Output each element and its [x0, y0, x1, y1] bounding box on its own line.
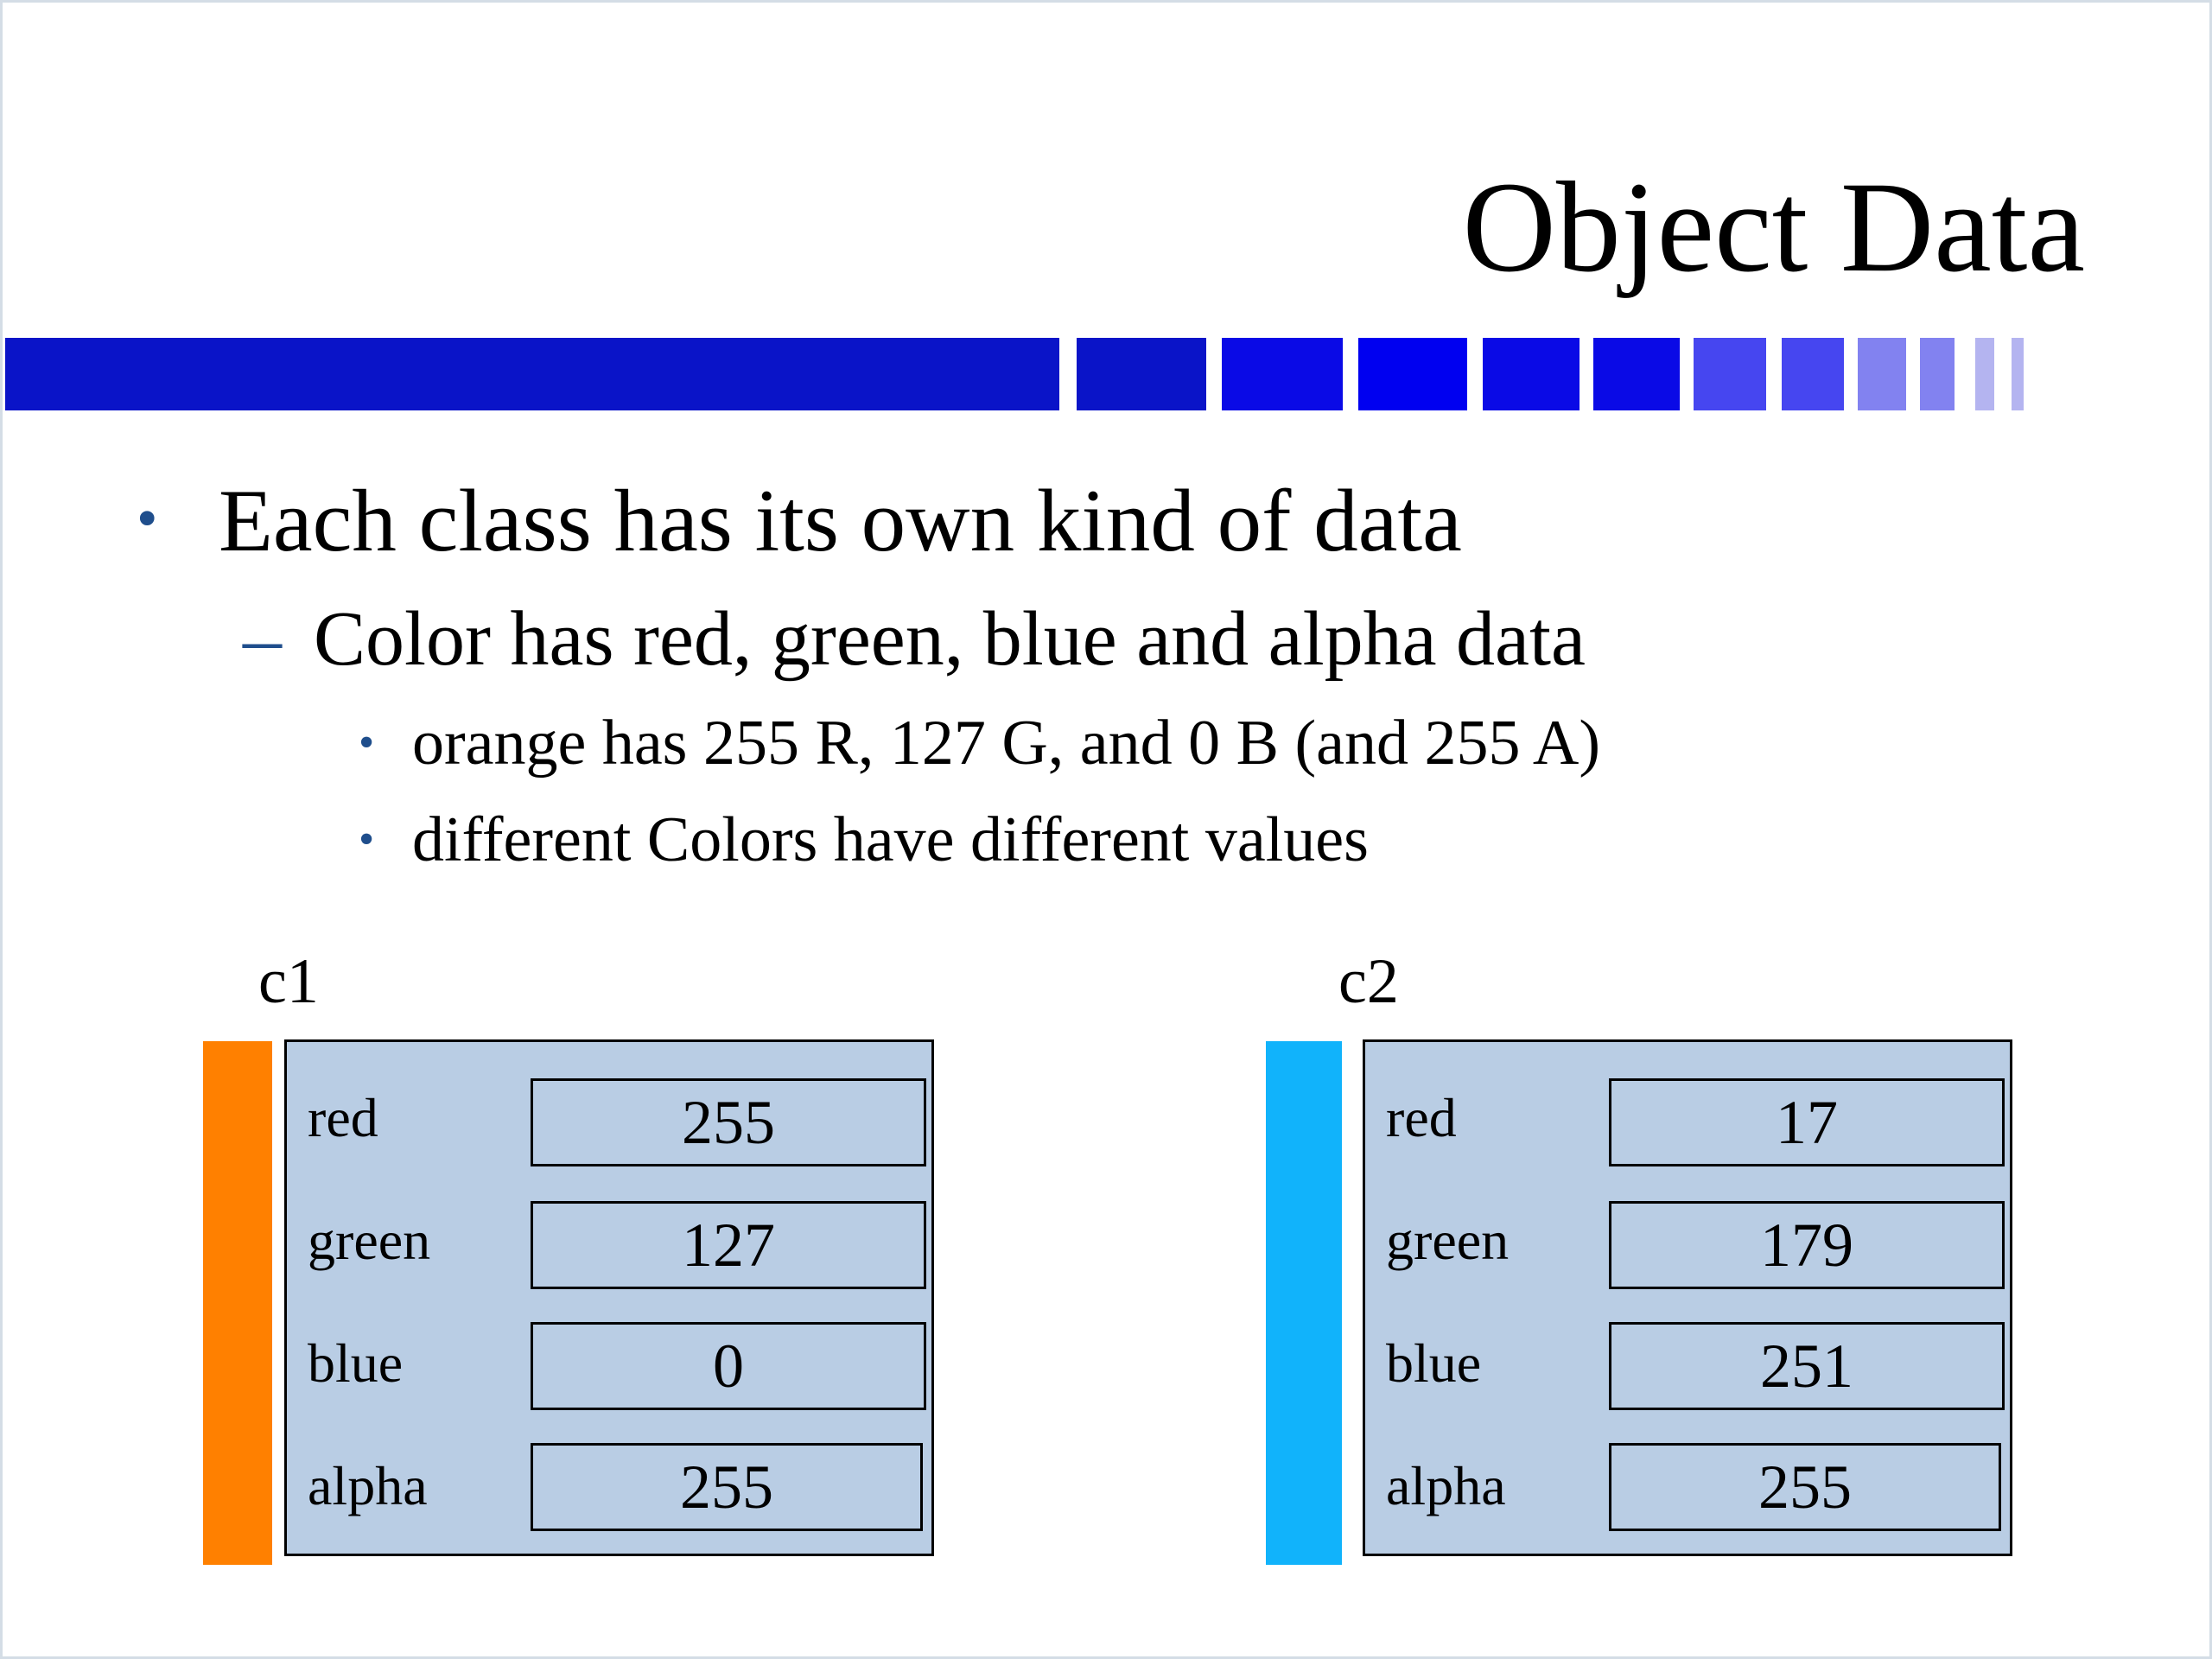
field-name: red: [308, 1087, 378, 1148]
field-value: 255: [531, 1443, 923, 1531]
field-value: 255: [531, 1078, 926, 1166]
object-box-c1: red 255 green 127 blue 0 alpha 255: [284, 1039, 934, 1556]
color-swatch-c1: [203, 1041, 272, 1565]
slide-title: Object Data: [1462, 156, 2085, 299]
color-swatch-c2: [1266, 1041, 1342, 1565]
field-value: 179: [1609, 1201, 2005, 1289]
bullet-level3: different Colors have different values: [412, 804, 1369, 875]
object-label-c1: c1: [258, 946, 319, 1017]
title-decoration-bar: [5, 338, 2079, 410]
title-bar-segment: [5, 338, 1059, 410]
field-name: blue: [1386, 1332, 1482, 1394]
field-name: alpha: [1386, 1455, 1506, 1516]
title-bar-segment: [1975, 338, 1994, 410]
bullet-marker: •: [359, 718, 375, 767]
bullet-level1: Each class has its own kind of data: [219, 472, 1462, 570]
object-box-c2: red 17 green 179 blue 251 alpha 255: [1363, 1039, 2012, 1556]
title-bar-segment: [1483, 338, 1580, 410]
title-bar-segment: [1920, 338, 1955, 410]
field-name: alpha: [308, 1455, 428, 1516]
field-name: green: [1386, 1210, 1510, 1271]
title-bar-segment: [2012, 338, 2024, 410]
dash-marker: –: [243, 596, 282, 682]
field-name: green: [308, 1210, 431, 1271]
field-name: blue: [308, 1332, 404, 1394]
title-bar-segment: [1858, 338, 1906, 410]
field-value: 251: [1609, 1322, 2005, 1410]
bullet-level2: Color has red, green, blue and alpha dat…: [314, 596, 1586, 682]
title-bar-segment: [1358, 338, 1467, 410]
title-bar-segment: [1222, 338, 1343, 410]
field-value: 17: [1609, 1078, 2005, 1166]
field-value: 255: [1609, 1443, 2001, 1531]
object-label-c2: c2: [1338, 946, 1399, 1017]
field-value: 0: [531, 1322, 926, 1410]
bullet-level3: orange has 255 R, 127 G, and 0 B (and 25…: [412, 708, 1600, 779]
title-bar-segment: [1593, 338, 1680, 410]
field-name: red: [1386, 1087, 1457, 1148]
title-bar-segment: [1077, 338, 1206, 410]
title-bar-segment: [1694, 338, 1766, 410]
bullet-marker: •: [359, 815, 375, 864]
field-value: 127: [531, 1201, 926, 1289]
bullet-marker: •: [137, 486, 158, 552]
title-bar-segment: [1782, 338, 1844, 410]
